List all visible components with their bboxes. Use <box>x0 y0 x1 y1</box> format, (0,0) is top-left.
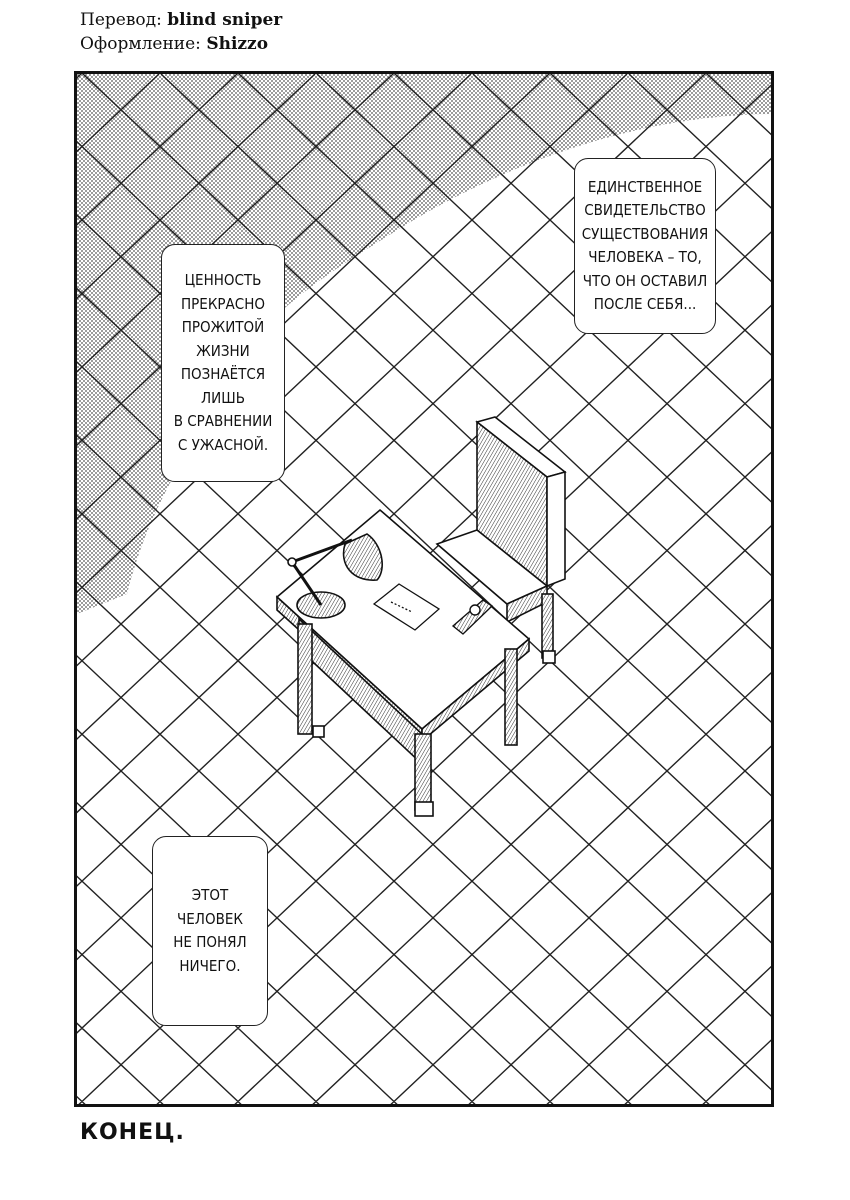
manga-panel: ЦЕННОСТЬ ПРЕКРАСНО ПРОЖИТОЙ ЖИЗНИ ПОЗНАЁ… <box>74 71 774 1107</box>
chair <box>435 416 567 664</box>
floor-illustration <box>77 74 771 1104</box>
end-caption: КОНЕЦ. <box>80 1120 185 1145</box>
paper-note <box>372 583 441 631</box>
recorder-device <box>451 599 494 635</box>
credits: Перевод: blind sniper Оформление: Shizzo <box>80 8 282 56</box>
translation-label: Перевод: <box>80 10 162 30</box>
translation-value: blind sniper <box>167 10 283 30</box>
design-value: Shizzo <box>206 34 269 54</box>
design-label: Оформление: <box>80 34 201 54</box>
design-credit: Оформление: Shizzo <box>80 32 282 56</box>
speech-bubble-bottom: ЭТОТ ЧЕЛОВЕК НЕ ПОНЯЛ НИЧЕГО. <box>152 836 268 1026</box>
speech-bubble-left: ЦЕННОСТЬ ПРЕКРАСНО ПРОЖИТОЙ ЖИЗНИ ПОЗНАЁ… <box>161 244 285 482</box>
speech-bubble-right: ЕДИНСТВЕННОЕ СВИДЕТЕЛЬСТВО СУЩЕСТВОВАНИЯ… <box>574 158 716 334</box>
translation-credit: Перевод: blind sniper <box>80 8 282 32</box>
desk-lamp <box>287 533 383 619</box>
